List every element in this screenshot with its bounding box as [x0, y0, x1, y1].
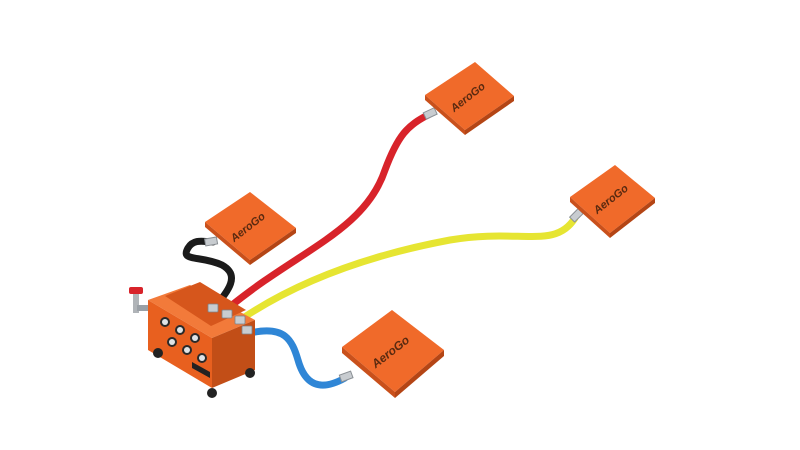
hose-blue	[246, 327, 349, 389]
pad-fittings	[203, 107, 584, 383]
caster-wheels	[153, 348, 255, 398]
air-pad-bottom-center: AeroGo	[342, 310, 444, 398]
caster-wheel-icon	[245, 368, 255, 378]
fitting-red-end	[422, 107, 438, 120]
hoses	[182, 111, 579, 389]
pressure-gauge-icon	[190, 333, 200, 343]
fitting-blue-end	[338, 370, 354, 383]
fitting-black-end	[203, 236, 219, 247]
hose-red	[228, 111, 432, 309]
caster-wheel-icon	[153, 348, 163, 358]
inlet-valve-icon	[129, 287, 153, 313]
pressure-gauge-icon	[160, 317, 170, 327]
pressure-gauge-icon	[175, 325, 185, 335]
air-pad-top-center: AeroGo	[425, 62, 514, 135]
label-plate	[192, 362, 210, 378]
outlet-fittings	[207, 303, 253, 335]
pressure-gauges	[160, 317, 207, 363]
air-pad-left: AeroGo	[205, 192, 296, 265]
hose-black	[182, 237, 235, 314]
pressure-gauge-icon	[167, 337, 177, 347]
caster-wheel-icon	[207, 388, 217, 398]
pressure-gauge-icon	[197, 353, 207, 363]
control-unit-icon	[129, 282, 255, 398]
air-pad-right: AeroGo	[570, 165, 655, 238]
pressure-gauge-icon	[182, 345, 192, 355]
hose-yellow	[239, 214, 579, 322]
